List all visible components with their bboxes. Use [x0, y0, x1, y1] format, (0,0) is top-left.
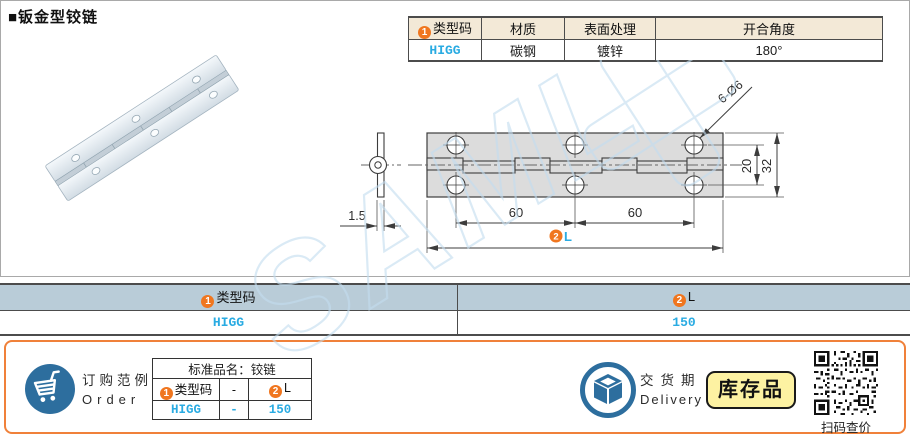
order-header-dash: -	[219, 378, 249, 401]
size-table-value-row: HIGG 150	[0, 310, 910, 335]
order-table-value-row: HIGG - 150	[152, 400, 312, 420]
dim-len-num: 2	[553, 232, 558, 243]
dim-bottom	[426, 195, 724, 253]
hinge-side-view	[361, 132, 401, 198]
spec-value-material: 碳钢	[481, 39, 565, 62]
dim-label-holes: 6-Ø6	[715, 78, 745, 107]
hinge-photo-group	[45, 55, 239, 201]
order-value-length: 150	[248, 400, 312, 420]
order-label-cn: 订购范例	[82, 373, 152, 388]
order-label: 订购范例 Order	[82, 369, 152, 407]
qr-code	[814, 351, 878, 415]
spec-table-value-row: HIGG 碳钢 镀锌 180°	[408, 39, 883, 62]
num-2-badge: 2	[672, 293, 686, 307]
order-value-dash: -	[219, 400, 249, 420]
num-1-badge: 1	[201, 295, 215, 308]
dim-label-pitch2: 60	[628, 205, 642, 220]
dim-label-pitch1: 60	[509, 205, 523, 220]
dim-label-20: 20	[739, 159, 754, 173]
qr-caption: 扫码查价	[820, 421, 871, 435]
num-2-badge-drawing	[549, 229, 563, 243]
size-value-length: 150	[457, 310, 910, 335]
delivery-box-icon	[580, 362, 636, 418]
num-1-badge: 1	[417, 26, 431, 39]
delivery-label: 交货期 Delivery	[640, 369, 703, 407]
spec-value-surface: 镀锌	[564, 39, 656, 62]
dim-label-thickness: 1.5	[348, 209, 365, 223]
spec-header-surface: 表面处理	[564, 16, 656, 40]
spec-value-type-code: HIGG	[408, 39, 482, 62]
product-photo	[45, 55, 239, 201]
size-value-type-code: HIGG	[0, 310, 458, 335]
stock-badge: 库存品	[706, 371, 796, 409]
delivery-label-cn: 交货期	[640, 373, 702, 388]
dim-thickness	[340, 200, 401, 231]
delivery-label-en: Delivery	[640, 392, 703, 407]
dim-label-32: 32	[759, 159, 774, 173]
num-2-badge: 2	[269, 385, 283, 398]
spec-value-angle: 180°	[655, 39, 883, 62]
order-value-type-code: HIGG	[152, 400, 220, 420]
order-table-title: 标准品名：铰链	[152, 358, 312, 379]
order-table-title-row: 标准品名：铰链	[152, 358, 312, 379]
dim-label-L: L	[564, 229, 572, 244]
num-1-badge: 1	[159, 387, 173, 400]
page-title: ■钣金型铰链	[8, 9, 99, 26]
cart-icon	[25, 364, 75, 414]
spec-header-material: 材质	[481, 16, 565, 40]
technical-drawing: 6-Ø6 20 32 60 60 1.5 2 L	[340, 78, 784, 253]
spec-header-angle: 开合角度	[655, 16, 883, 40]
order-label-en: Order	[82, 392, 141, 407]
